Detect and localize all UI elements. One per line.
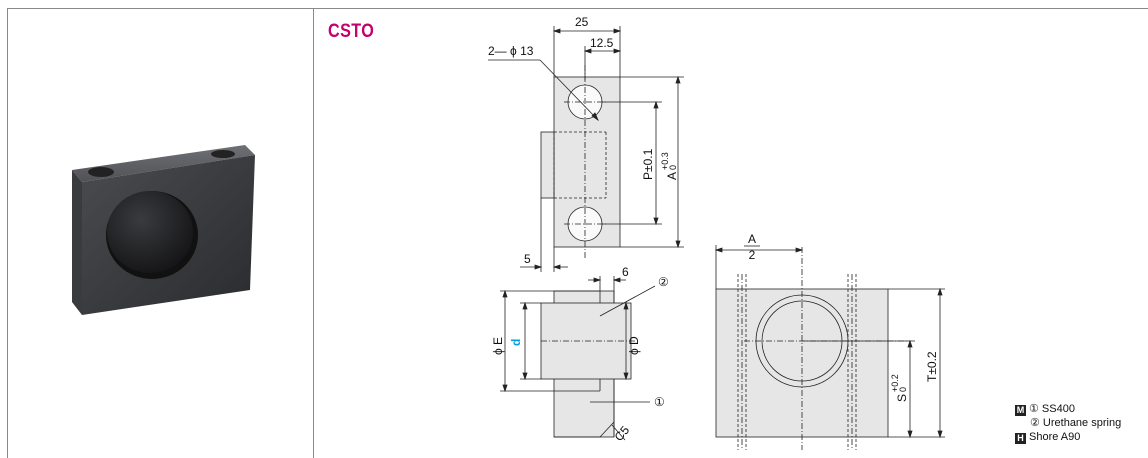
- material-1: ① SS400: [1029, 403, 1075, 415]
- dim-half-a-num: A: [748, 232, 756, 246]
- dim-d: ϕ D: [627, 336, 641, 355]
- dim-holes: 2— ϕ 13: [488, 44, 534, 58]
- dim-s-tol: +0.2: [890, 374, 900, 392]
- dim-e: ϕ E: [491, 337, 505, 355]
- dim-p: P±0.1: [641, 148, 655, 180]
- column-divider: [313, 8, 314, 458]
- part-1-label: ①: [654, 395, 665, 409]
- dim-25: 25: [575, 15, 589, 29]
- dim-s-tol-lo: 0: [898, 387, 908, 392]
- dim-5: 5: [524, 252, 531, 266]
- dim-s: S: [895, 394, 909, 402]
- dim-half-a-den: 2: [749, 248, 756, 262]
- dim-a-tol-lo: 0: [668, 165, 678, 170]
- dim-12-5: 12.5: [590, 36, 614, 50]
- material-badge: M: [1015, 405, 1026, 416]
- dim-chamfer: C5: [612, 423, 633, 444]
- material-2: ② Urethane spring: [1030, 417, 1122, 429]
- part-2-label: ②: [658, 275, 669, 289]
- hardness-badge: H: [1015, 433, 1026, 444]
- product-photo: [72, 145, 255, 315]
- dim-a-tol: +0.3: [660, 152, 670, 170]
- dim-d-small: d: [509, 339, 523, 346]
- top-view-boss: [540, 131, 555, 199]
- table-frame: [7, 8, 1148, 458]
- technical-drawing: 25 12.5 2— ϕ 13 5 6 ② ① A 2 P±0.1 A +0.3…: [488, 15, 945, 450]
- dim-t: T±0.2: [925, 351, 939, 382]
- model-code: CSTO: [328, 21, 375, 42]
- hardness: Shore A90: [1029, 431, 1081, 443]
- dim-a: A: [665, 172, 679, 180]
- dim-6: 6: [622, 265, 629, 279]
